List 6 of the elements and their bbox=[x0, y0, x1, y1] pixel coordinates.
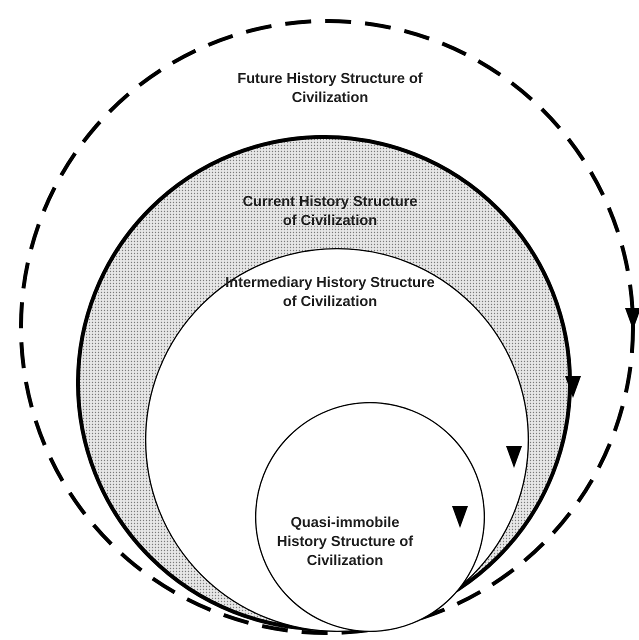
circle-label: Current History Structure of Civilization bbox=[242, 193, 418, 231]
circle-region bbox=[255, 402, 485, 632]
circle-region bbox=[145, 248, 529, 632]
circle-label: Intermediary History Structure of Civilization bbox=[224, 274, 436, 312]
circle-label: Future History Structure of Civilization bbox=[236, 70, 424, 108]
circle-label: Quasi-immobile History Structure of Civilization bbox=[276, 514, 414, 571]
